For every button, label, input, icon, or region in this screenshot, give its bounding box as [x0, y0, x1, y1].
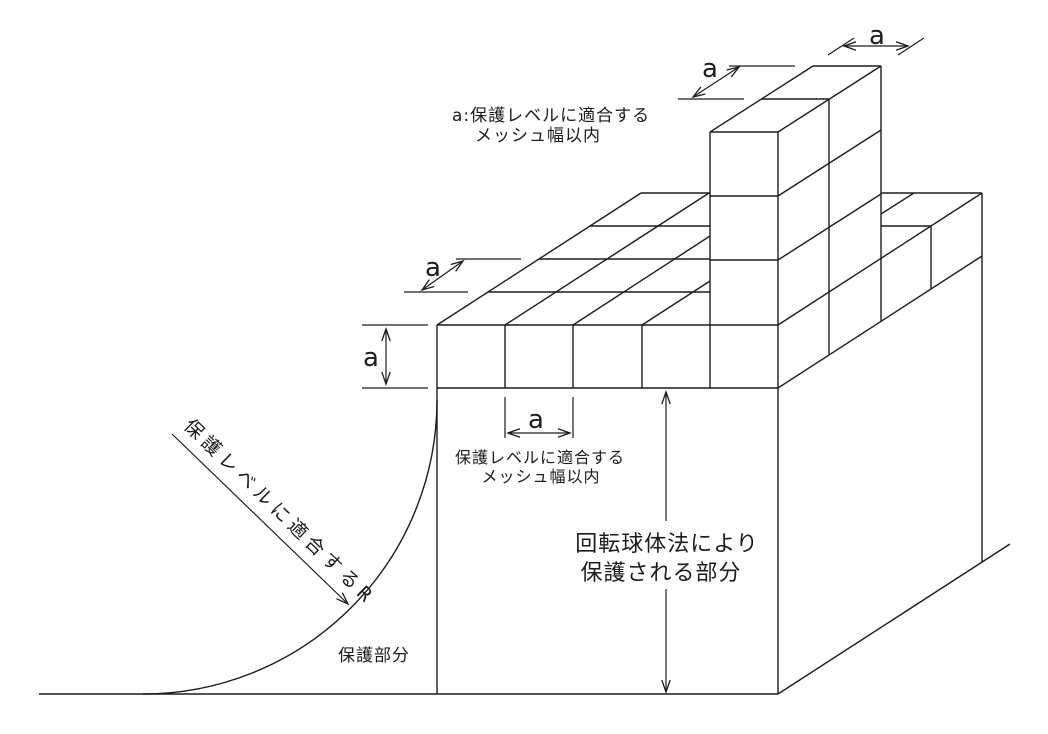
roof-mesh-grid	[436, 192, 982, 326]
dimension-arrow	[691, 65, 741, 99]
sphere-radius-label: 保護レベルに適合するR	[179, 415, 380, 610]
top-note-line1: a:保護レベルに適合する	[452, 106, 650, 126]
rolling-sphere-arc	[142, 399, 438, 695]
ground	[39, 543, 1011, 695]
mesh-column-line	[641, 280, 711, 326]
sphere-note-line2: 保護される部分	[580, 561, 741, 586]
dimension-protected-height: 回転球体法により 保護される部分	[575, 390, 759, 694]
annotations: a:保護レベルに適合する メッシュ幅以内 保護レベルに適合する メッシュ幅以内 …	[338, 106, 650, 666]
roof-right-edge	[777, 192, 983, 326]
tower-side-mesh-line	[777, 193, 882, 261]
mesh-note-line2: メッシュ幅以内	[481, 467, 600, 486]
mesh-note-line1: 保護レベルに適合する	[455, 448, 625, 467]
dimension-tower-top-left: a	[678, 54, 795, 100]
dimension-mesh-width: a	[504, 397, 574, 438]
tower-side-mesh-line	[777, 129, 882, 197]
mesh-column-line	[880, 192, 915, 215]
dimension-roof-left: a	[404, 253, 521, 293]
sphere-note-line1: 回転球体法により	[575, 532, 759, 557]
roof-left-edge	[436, 192, 642, 326]
dimension-tick	[827, 37, 855, 56]
mesh-column-line	[572, 235, 711, 326]
ground-line-right	[777, 543, 1011, 695]
building-front-face	[436, 324, 779, 694]
top-note-line2: メッシュ幅以内	[475, 126, 601, 146]
building-right-face	[777, 192, 983, 562]
dimension-label-a: a	[528, 405, 544, 435]
dimension-label-a: a	[702, 54, 718, 84]
dimension-band-height: a	[362, 324, 428, 389]
dimension-tower-top-right: a	[827, 21, 925, 56]
rooftop-tower	[709, 65, 882, 325]
dimension-label-a: a	[869, 21, 885, 51]
dimension-label-a: a	[363, 343, 379, 373]
protected-part-label: 保護部分	[338, 646, 410, 666]
mesh-column-line	[504, 192, 710, 326]
dimension-arrow	[420, 259, 465, 292]
dimension-tick	[897, 37, 925, 56]
dimension-label-a: a	[425, 253, 441, 283]
side-mesh-band-bottom	[777, 255, 983, 389]
sphere-radius-leader	[171, 433, 350, 606]
